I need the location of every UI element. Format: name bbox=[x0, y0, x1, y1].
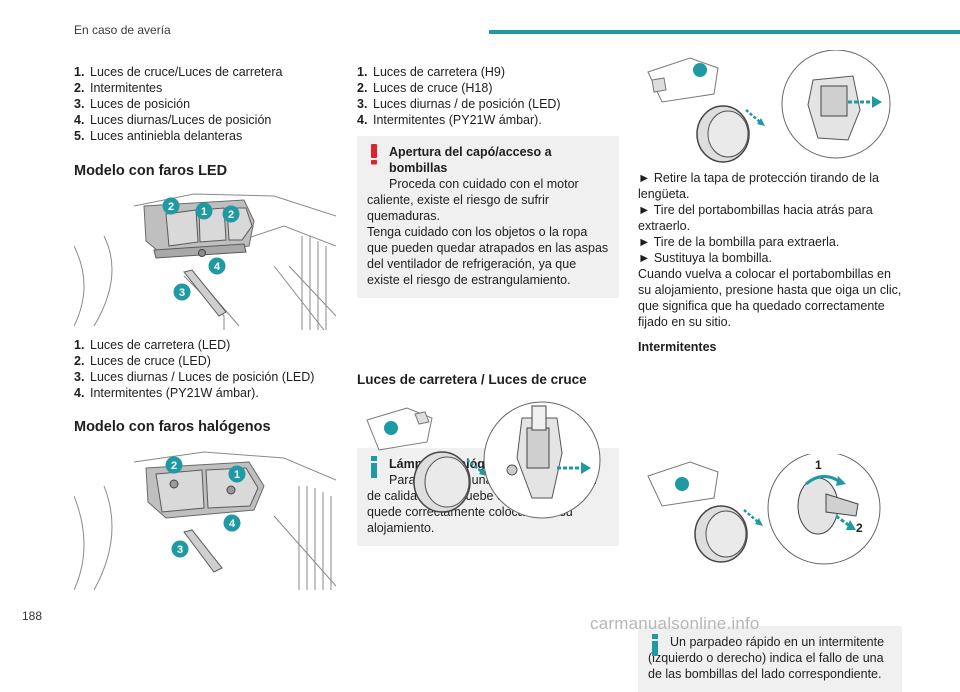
warning-text-1: Proceda con cuidado con el motor calient… bbox=[367, 177, 579, 223]
figure-indicator-bulb-removal: 1 2 bbox=[638, 454, 900, 566]
list-item: 3.Luces de posición bbox=[74, 97, 191, 111]
list-item: 5.Luces antiniebla delanteras bbox=[74, 129, 243, 143]
callout-2: 2 bbox=[856, 521, 863, 535]
lamp-list-general: 1.Luces de cruce/Luces de carretera 2.In… bbox=[74, 64, 336, 144]
callout-2: 2 bbox=[228, 209, 234, 221]
list-item: 2.Intermitentes bbox=[74, 81, 163, 95]
halogen-list-block: 1.Luces de carretera (H9) 2.Luces de cru… bbox=[357, 64, 619, 128]
list-item: 2.Luces de cruce (LED) bbox=[74, 354, 211, 368]
callout-4: 4 bbox=[214, 261, 221, 273]
info-icon bbox=[652, 634, 658, 656]
warning-exclamation-icon bbox=[371, 144, 377, 165]
callout-2: 2 bbox=[171, 460, 177, 472]
page-number: 188 bbox=[22, 609, 43, 623]
section-heading-led: Modelo con faros LED bbox=[74, 163, 228, 179]
callout-2: 2 bbox=[168, 201, 174, 213]
section-heading-indicators: Intermitentes bbox=[638, 340, 717, 354]
figure-beam-bulb-removal bbox=[357, 398, 619, 524]
step-1: ► Retire la tapa de protección tirando d… bbox=[638, 171, 879, 201]
callout-1: 1 bbox=[815, 458, 822, 472]
callout-4: 4 bbox=[229, 518, 236, 530]
replacement-steps: ► Retire la tapa de protección tirando d… bbox=[638, 170, 902, 330]
info-indicator-text: Un parpadeo rápido en un intermitente (i… bbox=[648, 635, 885, 681]
header-title: En caso de avería bbox=[74, 23, 171, 37]
warning-title: Apertura del capó/acceso a bombillas bbox=[389, 145, 552, 175]
info-box-indicators: Un parpadeo rápido en un intermitente (i… bbox=[638, 626, 902, 692]
figure-protective-cap-removal bbox=[638, 50, 900, 164]
list-item: 4.Intermitentes (PY21W ámbar). bbox=[357, 113, 542, 127]
list-item: 1.Luces de carretera (H9) bbox=[357, 65, 506, 79]
list-item: 4.Luces diurnas/Luces de posición bbox=[74, 113, 272, 127]
lamp-list-halogen: 1.Luces de carretera (H9) 2.Luces de cru… bbox=[357, 64, 619, 128]
list-item: 2.Luces de cruce (H18) bbox=[357, 81, 493, 95]
warning-box: Apertura del capó/acceso a bombillas Pro… bbox=[357, 136, 619, 298]
figure-led-headlamp: 2 1 2 4 3 bbox=[74, 186, 336, 330]
watermark-text: carmanualsonline.info bbox=[590, 614, 760, 633]
step-3: ► Tire de la bombilla para extraerla. bbox=[638, 235, 840, 249]
step-2: ► Tire del portabombillas hacia atrás pa… bbox=[638, 203, 873, 233]
callout-3: 3 bbox=[179, 287, 185, 299]
info-icon bbox=[371, 456, 377, 478]
warning-text-2: Tenga cuidado con los objetos o la ropa … bbox=[367, 225, 609, 287]
callout-1: 1 bbox=[234, 469, 240, 481]
led-list-block: 1.Luces de carretera (LED) 2.Luces de cr… bbox=[74, 337, 336, 401]
step-4: ► Sustituya la bombilla. bbox=[638, 251, 772, 265]
list-item: 1.Luces de cruce/Luces de carretera bbox=[74, 65, 283, 79]
list-item: 1.Luces de carretera (LED) bbox=[74, 338, 231, 352]
refit-note: Cuando vuelva a colocar el portabombilla… bbox=[638, 267, 902, 329]
column-1: 1.Luces de cruce/Luces de carretera 2.In… bbox=[74, 64, 336, 144]
callout-3: 3 bbox=[177, 544, 183, 556]
callout-1: 1 bbox=[201, 206, 207, 218]
list-item: 3.Luces diurnas / Luces de posición (LED… bbox=[74, 370, 315, 384]
section-heading-beams: Luces de carretera / Luces de cruce bbox=[357, 372, 587, 387]
header-accent-bar bbox=[489, 30, 960, 34]
list-item: 4.Intermitentes (PY21W ámbar). bbox=[74, 386, 259, 400]
figure-halogen-headlamp: 2 1 4 3 bbox=[74, 446, 336, 590]
section-heading-halogen: Modelo con faros halógenos bbox=[74, 419, 271, 435]
lamp-list-led: 1.Luces de carretera (LED) 2.Luces de cr… bbox=[74, 337, 336, 401]
list-item: 3.Luces diurnas / de posición (LED) bbox=[357, 97, 561, 111]
